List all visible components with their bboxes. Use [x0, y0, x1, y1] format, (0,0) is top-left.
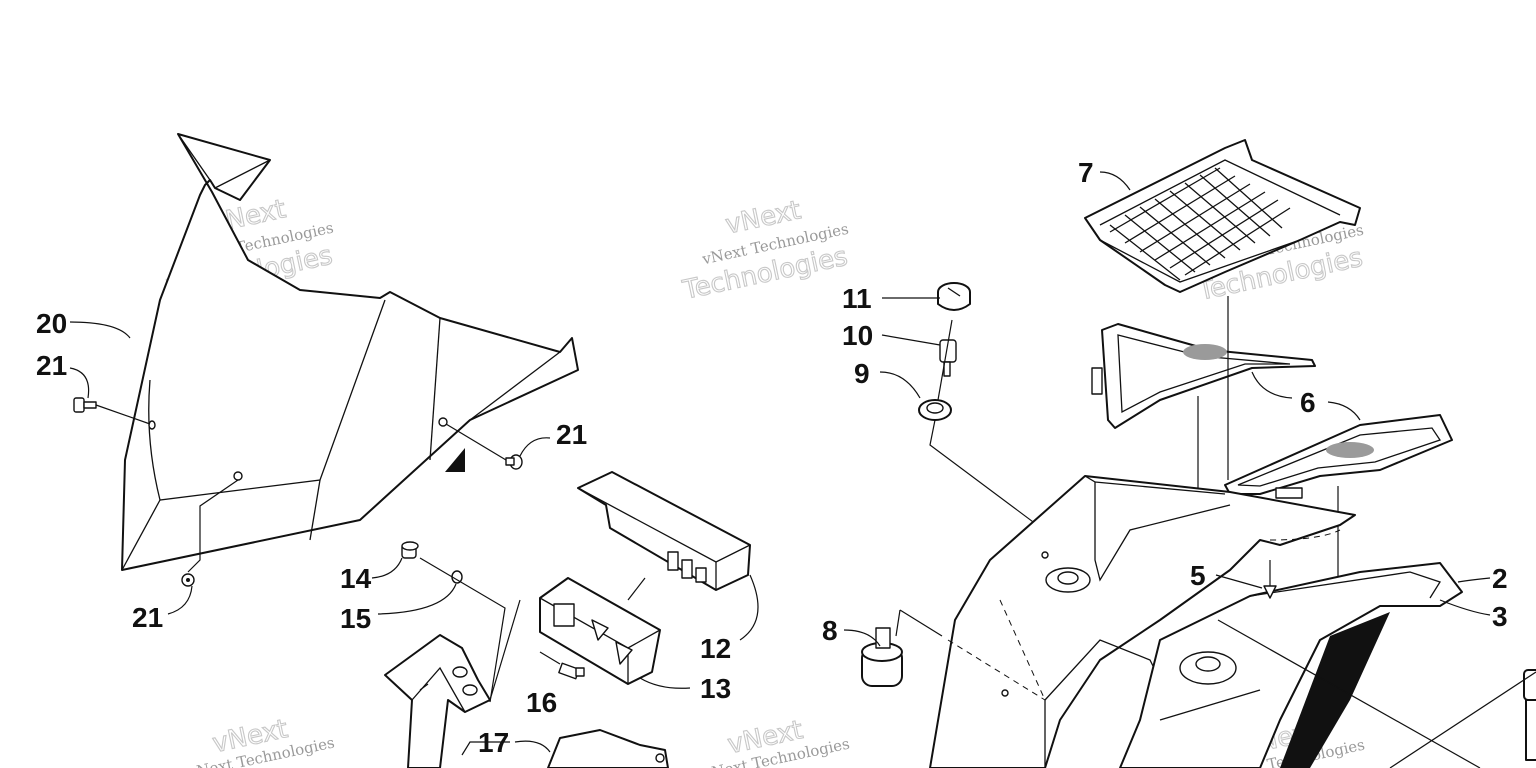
right-edge-part: [1523, 669, 1536, 761]
callout-6: 6: [1300, 387, 1316, 418]
arrow-marker-icon: [445, 448, 465, 472]
instrument-bracket-part: [539, 577, 691, 689]
screw-21-bottom: [181, 479, 239, 587]
callout-7: 7: [1078, 157, 1094, 188]
callout-10: 10: [842, 320, 873, 351]
callout-11: 11: [842, 283, 872, 314]
callout-21-left: 21: [36, 350, 67, 381]
callout-2: 2: [1492, 563, 1508, 594]
callout-16: 16: [526, 687, 557, 718]
callout-3: 3: [1492, 601, 1508, 632]
watermark-center-bottom: vNext vNext Technologies: [701, 715, 851, 768]
bracket-part: [384, 634, 491, 768]
screw-21-right: [445, 423, 523, 470]
callout-12: 12: [700, 633, 731, 664]
ignition-cap-part: [937, 282, 971, 311]
callout-13: 13: [700, 673, 731, 704]
callout-17: 17: [478, 727, 509, 758]
callout-5: 5: [1190, 560, 1206, 591]
ignition-nut-part: [918, 399, 952, 421]
watermark-left-bottom: vNext vNext Technologies: [186, 714, 336, 768]
bolt-16: [539, 651, 585, 680]
trim-panel-upper: [1091, 323, 1316, 429]
watermark-center-top: vNext vNext Technologies Technologies: [679, 195, 851, 307]
leader-14-15: [419, 557, 506, 703]
callout-9: 9: [854, 358, 870, 389]
callout-14: 14: [340, 563, 372, 594]
bracket-17-part: [547, 729, 669, 768]
callout-8: 8: [822, 615, 838, 646]
dash-body-part: [929, 475, 1356, 768]
screw-5: [1263, 560, 1277, 599]
callout-15: 15: [340, 603, 371, 634]
screw-21-left: [73, 397, 151, 425]
callout-20: 20: [36, 308, 67, 339]
callout-21-bottom: 21: [132, 602, 163, 633]
callout-21-right: 21: [556, 419, 587, 450]
trim-panel-lower: [1224, 414, 1453, 499]
instrument-cluster-part: [577, 471, 759, 641]
storage-tray-part: [1084, 139, 1361, 293]
mesh-grid: [1109, 167, 1291, 281]
nut-14: [401, 541, 419, 559]
switch-part: [861, 609, 943, 687]
windshield-part: [121, 133, 579, 571]
cover-part: [1119, 562, 1463, 768]
